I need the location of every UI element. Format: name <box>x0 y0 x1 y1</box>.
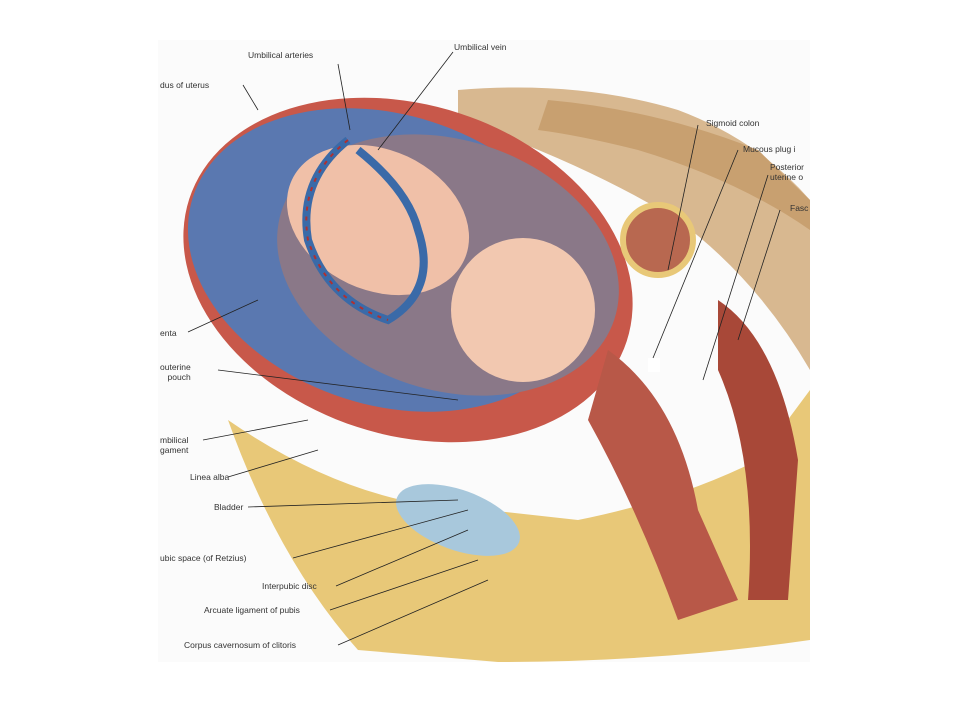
bladder <box>396 484 520 556</box>
rectum <box>718 300 798 600</box>
leader-lines <box>187 51 781 646</box>
label-line-1: mbilical <box>160 435 189 445</box>
label-line-2: gament <box>160 445 189 455</box>
label-mucous-plug: Mucous plug i <box>743 144 796 154</box>
label-interpubic-disc: Interpubic disc <box>262 581 317 591</box>
label-bladder: Bladder <box>214 502 244 512</box>
label-linea-alba: Linea alba <box>190 472 230 482</box>
mucous-plug <box>648 358 660 372</box>
label-corpus-cavernosum: Corpus cavernosum of clitoris <box>184 640 296 650</box>
anatomical-illustration: Umbilical arteries Umbilical vein dus of… <box>158 40 810 662</box>
label-arcuate-ligament: Arcuate ligament of pubis <box>204 605 300 615</box>
label-fundus-of-uterus: dus of uterus <box>160 80 210 90</box>
label-umbilical-vein: Umbilical vein <box>454 42 507 52</box>
label-fascia: Fasc <box>790 203 809 213</box>
umbilical-cord-artery <box>305 139 389 321</box>
pelvis-fat-layer <box>228 390 810 662</box>
sagittal-section-drawing <box>183 51 810 662</box>
fetus-head <box>451 238 595 382</box>
label-sigmoid-colon: Sigmoid colon <box>706 118 760 128</box>
label-line-2: uterine o <box>770 172 804 182</box>
label-umbilical-arteries: Umbilical arteries <box>248 50 314 60</box>
cervix-vagina <box>588 350 738 620</box>
label-placenta: enta <box>160 328 177 338</box>
label-line-1: Posterior <box>770 162 805 172</box>
label-line-1: outerine <box>160 362 191 372</box>
label-retropubic-space: ubic space (of Retzius) <box>160 553 247 563</box>
spine-bone <box>538 100 810 230</box>
sigmoid-colon <box>620 202 696 278</box>
label-line-2: pouch <box>167 372 191 382</box>
